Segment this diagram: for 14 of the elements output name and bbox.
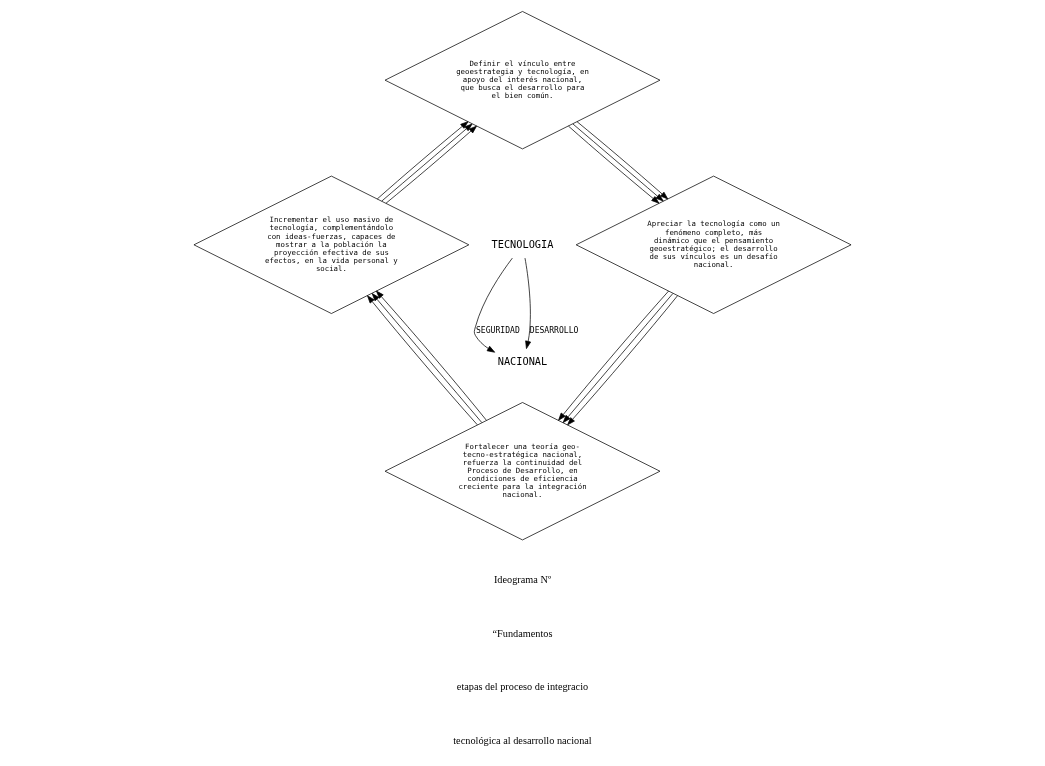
node-text: TECNOLOGIA [491,237,554,250]
label: etapas del proceso de integracio [456,681,589,693]
node-text: NACIONAL [497,354,548,367]
label: tecnológica al desarrollo nacional [453,735,592,747]
label: Ideograma Nº [493,574,552,586]
node-diamond: Incrementar el uso masivo de tecnología, complementándolo con ideas-fuerzas, capaces de mostrar a la población la proyección efectiva de sus efectos, en la vida personal y social. [193,175,470,314]
node-diamond: Fortalecer una teoría geo-tecno-estratégica nacional, refuerza la continuidad del Proceso de Desarrollo, en condiciones de eficiencia creciente para la integración nacional. [384,402,661,541]
node-diamond: Apreciar la tecnología como un fenómeno completo, más dinámico que el pensamiento geoestratégico; el desarrollo de sus vínculos es un desafío nacional. [575,175,852,314]
node-diamond: Definir el vínculo entre geoestrategia y tecnología, en apoyo del interés nacional, que busca el desarrollo para el bien común. [384,11,661,150]
arrow [473,257,513,353]
edge-label: SEGURIDAD [475,325,520,336]
edge-label: DESARROLLO [529,325,579,336]
label: “Fundamentos [492,627,553,639]
arrow [524,257,531,349]
